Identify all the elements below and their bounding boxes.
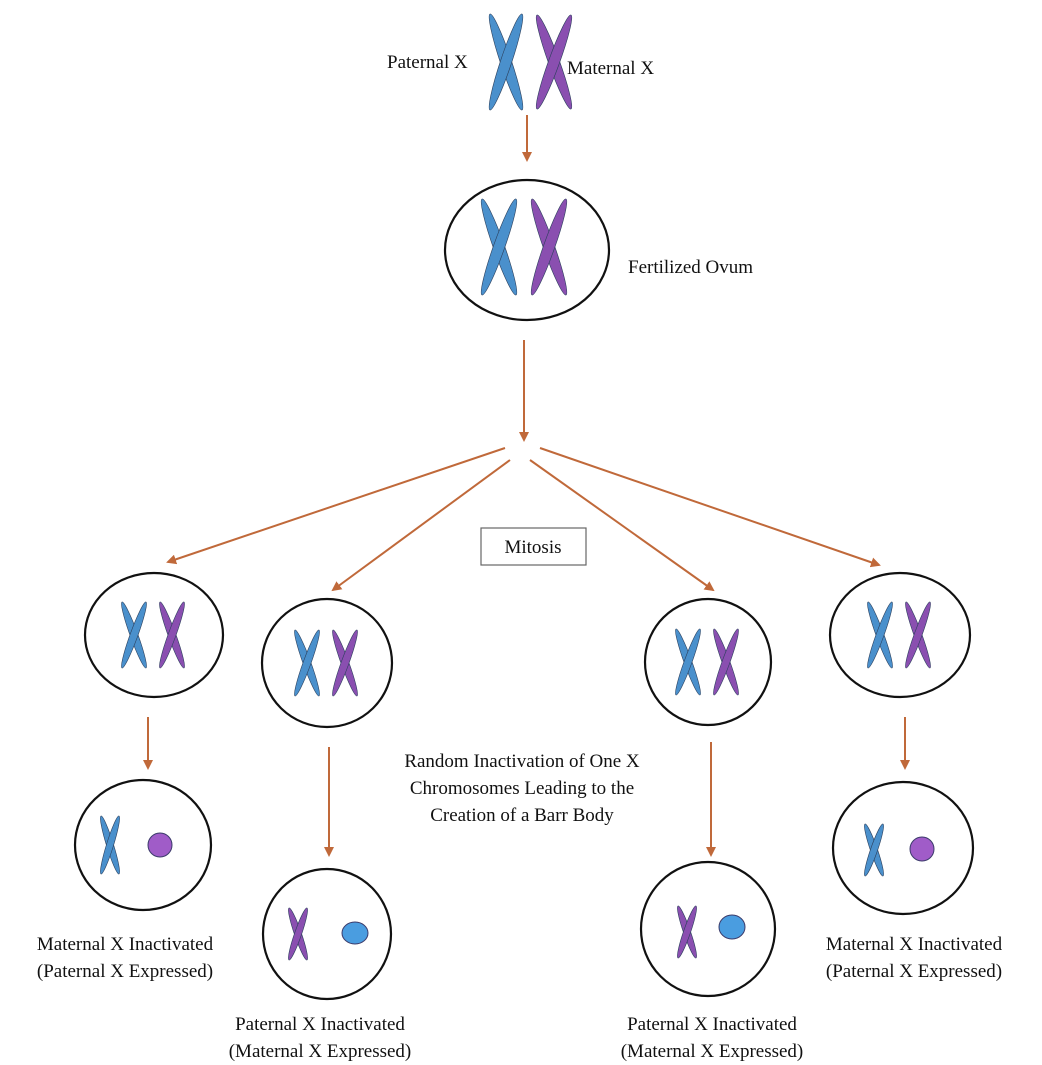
daughter-1-maternal-x xyxy=(159,601,185,669)
final-3-active-maternal-x xyxy=(677,905,697,959)
daughter-cell-4 xyxy=(828,571,972,699)
fertilized-ovum-cell xyxy=(443,178,611,322)
final-cell-1 xyxy=(73,778,213,912)
paternal-x-chromosome xyxy=(488,13,524,111)
daughter-cell-1 xyxy=(83,571,225,699)
daughter-cell-3 xyxy=(643,597,773,727)
mitosis-box xyxy=(480,527,587,566)
daughter-3-paternal-x xyxy=(675,628,701,696)
final-cell-2 xyxy=(261,867,393,1001)
maternal-x-chromosome xyxy=(535,14,573,110)
daughter-2-maternal-x xyxy=(332,629,358,697)
outcome-1-line-2: (Paternal X Expressed) xyxy=(37,961,213,982)
outcome-1-line-1: Maternal X Inactivated xyxy=(37,934,214,955)
outcome-4-line-1: Maternal X Inactivated xyxy=(826,934,1003,955)
mitosis-arrow-2 xyxy=(331,459,511,592)
final-cell-4 xyxy=(831,780,975,916)
final-cell-contents xyxy=(100,815,935,961)
final-4-active-paternal-x xyxy=(864,823,884,877)
random-inactivation-line-3: Creation of a Barr Body xyxy=(430,805,614,826)
paternal-x-label: Paternal X xyxy=(387,52,468,73)
daughter-cell-2 xyxy=(260,597,394,729)
daughter-4-paternal-x xyxy=(867,601,893,669)
random-inactivation-line-2: Chromosomes Leading to the xyxy=(410,778,634,799)
outcome-3-line-2: (Maternal X Expressed) xyxy=(621,1041,804,1062)
random-inactivation-line-1: Random Inactivation of One X xyxy=(404,751,640,772)
ovum-maternal-x xyxy=(530,198,568,296)
ovum-paternal-x xyxy=(480,198,518,296)
parental-chromosomes xyxy=(488,13,573,111)
outcome-2-line-2: (Maternal X Expressed) xyxy=(229,1041,412,1062)
fertilized-ovum-label: Fertilized Ovum xyxy=(628,257,753,278)
outcome-2-line-1: Paternal X Inactivated xyxy=(235,1014,405,1035)
daughter-chromosomes xyxy=(121,601,931,697)
final-2-paternal-barr-body xyxy=(341,921,369,945)
final-1-maternal-barr-body xyxy=(147,832,173,858)
mitosis-arrow-4 xyxy=(539,447,881,568)
daughter-2-paternal-x xyxy=(294,629,320,697)
outcome-4-line-2: (Paternal X Expressed) xyxy=(826,961,1002,982)
mitosis-label: Mitosis xyxy=(504,537,561,558)
final-2-active-maternal-x xyxy=(288,907,308,961)
ovum-chromosomes xyxy=(480,198,568,296)
daughter-1-paternal-x xyxy=(121,601,147,669)
final-1-active-paternal-x xyxy=(100,815,120,875)
final-4-maternal-barr-body xyxy=(909,836,935,862)
daughter-3-maternal-x xyxy=(713,628,739,696)
final-cell-3 xyxy=(639,860,777,998)
mitosis-arrow-1 xyxy=(166,447,506,565)
mitosis-arrow-3 xyxy=(529,459,715,592)
final-3-paternal-barr-body xyxy=(718,914,746,940)
maternal-x-label: Maternal X xyxy=(567,58,654,79)
daughter-4-maternal-x xyxy=(905,601,931,669)
outcome-3-line-1: Paternal X Inactivated xyxy=(627,1014,797,1035)
